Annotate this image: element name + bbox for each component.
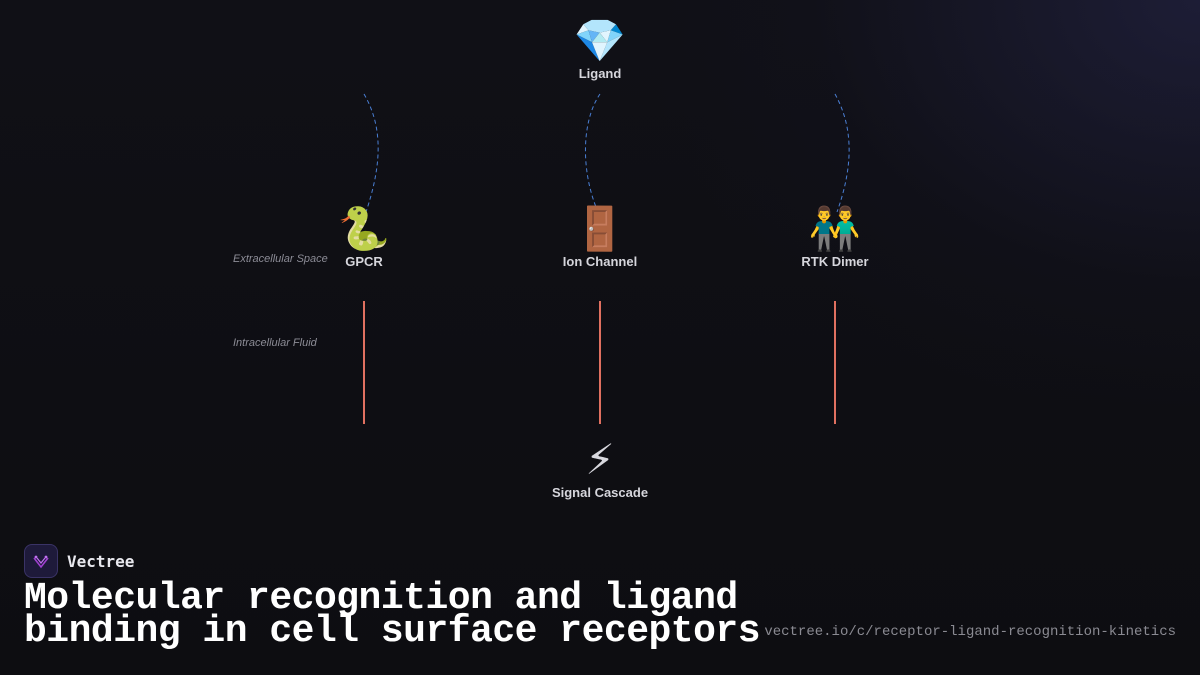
gem-icon: 💎 [573, 16, 627, 65]
node-label: GPCR [345, 254, 383, 269]
lightning-icon: ⚡ [585, 435, 615, 484]
brand[interactable]: Vectree [24, 544, 134, 578]
page-title: Molecular recognition and ligand binding… [24, 577, 761, 653]
node-rtk-dimer[interactable]: 👬 RTK Dimer [801, 204, 869, 270]
edge-ligand-rtk-dimer [834, 93, 850, 213]
node-label: Ion Channel [562, 254, 638, 269]
edge-ligand-gpcr [363, 93, 379, 213]
zone-label-intracellular: Intracellular Fluid [233, 337, 317, 349]
source-url[interactable]: vectree.io/c/receptor-ligand-recognition… [764, 624, 1176, 640]
brand-name: Vectree [67, 551, 135, 571]
node-gpcr[interactable]: 🐍 GPCR [337, 204, 391, 270]
node-label: Ligand [578, 66, 622, 81]
node-label: Signal Cascade [551, 485, 649, 500]
node-ligand[interactable]: 💎 Ligand [573, 16, 627, 82]
edge-ligand-ion-channel [585, 93, 601, 213]
node-signal-cascade[interactable]: ⚡ Signal Cascade [551, 435, 649, 501]
zone-label-extracellular: Extracellular Space [233, 253, 328, 265]
vectree-logo-icon [24, 544, 58, 578]
snake-icon: 🐍 [337, 204, 391, 253]
node-label: RTK Dimer [801, 254, 869, 269]
door-icon: 🚪 [573, 204, 627, 253]
two-men-icon: 👬 [808, 204, 862, 253]
node-ion-channel[interactable]: 🚪 Ion Channel [562, 204, 638, 270]
